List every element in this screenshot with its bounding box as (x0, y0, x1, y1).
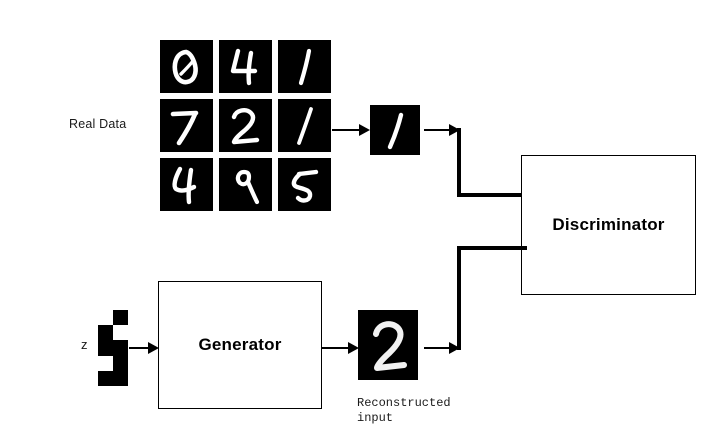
arrow-grid-to-sample (332, 124, 370, 136)
mnist-tile-5 (278, 158, 331, 211)
noise-cell (113, 310, 128, 326)
noise-label-z: z (81, 337, 88, 352)
noise-cell (98, 370, 113, 386)
sampled-real-tile (370, 105, 420, 155)
noise-vector-z (98, 310, 128, 386)
noise-cell (113, 355, 128, 371)
mnist-tile-1-b (278, 99, 331, 152)
arrow-generator-to-output (322, 342, 359, 354)
connector-generated-to-discriminator (457, 246, 527, 350)
mnist-tile-4-b (160, 158, 213, 211)
arrow-generated-to-discriminator (424, 342, 460, 354)
discriminator-label: Discriminator (552, 215, 665, 234)
mnist-tile-9 (219, 158, 272, 211)
mnist-tile-4 (219, 40, 272, 93)
generated-tile (358, 310, 418, 380)
arrow-noise-to-generator (129, 342, 159, 354)
reconstructed-input-caption: Reconstructed input (357, 396, 451, 425)
mnist-tile-2 (219, 99, 272, 152)
mnist-tile-7 (160, 99, 213, 152)
real-data-grid (160, 40, 332, 212)
noise-cell (98, 310, 113, 326)
mnist-tile-0 (160, 40, 213, 93)
mnist-tile-1 (278, 40, 331, 93)
noise-cell (113, 325, 128, 341)
noise-cell (98, 340, 113, 356)
noise-cell (113, 340, 128, 356)
discriminator-module[interactable]: Discriminator (521, 155, 696, 295)
arrow-sample-to-discriminator (424, 124, 460, 136)
noise-cell (98, 355, 113, 371)
generator-module[interactable]: Generator (158, 281, 322, 409)
connector-real-to-discriminator (457, 128, 527, 197)
noise-cell (113, 370, 128, 386)
real-data-label: Real Data (69, 117, 127, 131)
generator-label: Generator (198, 335, 282, 354)
noise-cell (98, 325, 113, 341)
